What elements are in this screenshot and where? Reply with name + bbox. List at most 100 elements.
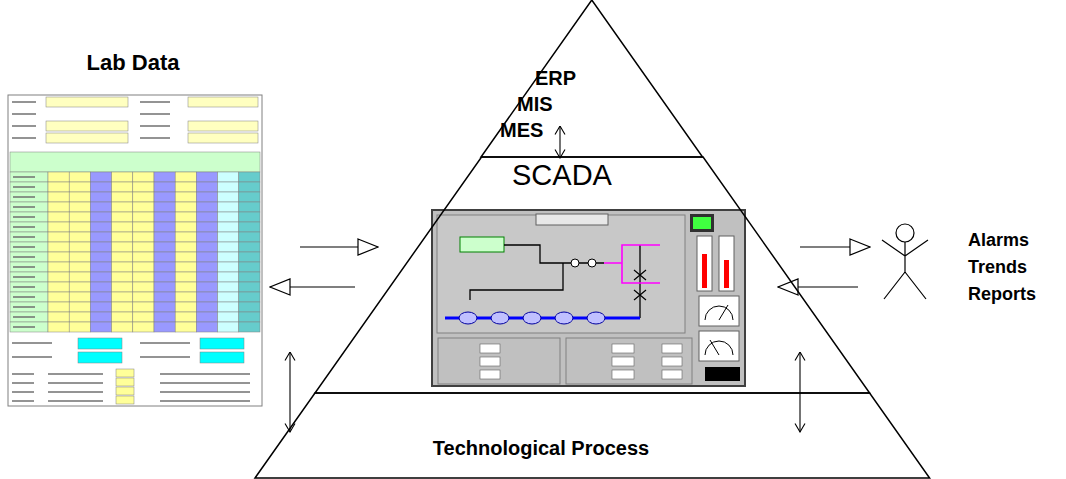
sheet-cell	[239, 202, 260, 212]
sheet-cell	[154, 272, 175, 282]
sheet-cell	[112, 242, 133, 252]
sheet-cell	[175, 172, 196, 182]
hmi-indicator-light	[693, 217, 711, 229]
sheet-cell	[90, 302, 111, 312]
band-outline	[255, 393, 930, 478]
sheet-cell	[48, 262, 69, 272]
sheet-cell	[154, 292, 175, 302]
sheet-scribble	[13, 206, 35, 208]
sheet-cell	[46, 133, 128, 143]
sheet-cell	[239, 312, 260, 322]
sheet-cell	[196, 202, 217, 212]
sheet-cell	[10, 312, 48, 322]
sheet-cell	[196, 322, 217, 332]
gauge-needle	[705, 340, 733, 355]
sheet-cell	[112, 232, 133, 242]
thermometer-column	[724, 260, 729, 288]
sheet-cell	[10, 322, 48, 332]
sheet-cell	[239, 232, 260, 242]
sheet-cell	[175, 282, 196, 292]
sheet-cell	[218, 252, 239, 262]
sheet-scribble	[160, 400, 250, 402]
sheet-scribble	[12, 391, 34, 393]
thermometer	[697, 236, 712, 291]
sheet-cell	[196, 222, 217, 232]
flow-arrow	[289, 352, 290, 432]
sheet-scribble	[13, 296, 35, 298]
sheet-cell	[90, 182, 111, 192]
sheet-cell	[154, 262, 175, 272]
sheet-cell	[239, 192, 260, 202]
sheet-cell	[133, 252, 154, 262]
sheet-scribble	[48, 382, 103, 384]
hmi-field	[612, 357, 634, 366]
thermometer	[719, 236, 734, 291]
sheet-cell	[10, 182, 48, 192]
sheet-cell	[218, 302, 239, 312]
sheet-cell	[154, 202, 175, 212]
sheet-cell	[90, 212, 111, 222]
hmi-indicator	[690, 214, 714, 232]
hmi-field	[612, 370, 634, 379]
sheet-cell	[90, 242, 111, 252]
sheet-cell	[218, 282, 239, 292]
gauge	[699, 296, 739, 326]
band-outline	[315, 157, 870, 393]
sheet-cell	[133, 302, 154, 312]
sheet-cell	[69, 312, 90, 322]
sheet-cell	[69, 242, 90, 252]
sheet-scribble	[48, 400, 103, 402]
sheet-cell	[239, 262, 260, 272]
sheet-cell	[90, 222, 111, 232]
sheet-cell	[175, 232, 196, 242]
sheet-scribble	[13, 326, 35, 328]
sheet-cell	[10, 302, 48, 312]
sheet-cell	[239, 282, 260, 292]
sheet-cell	[196, 242, 217, 252]
sheet-cell	[112, 192, 133, 202]
sheet-cell	[133, 232, 154, 242]
sheet-cell	[133, 192, 154, 202]
sheet-cell	[175, 252, 196, 262]
sheet-scribble	[13, 276, 35, 278]
sheet-cell	[112, 172, 133, 182]
sheet-cell	[46, 121, 128, 131]
sheet-cell	[239, 242, 260, 252]
flow-arrow	[300, 246, 378, 247]
hmi-subpanel	[566, 338, 692, 384]
operator-figure	[882, 224, 928, 299]
sheet-cell	[48, 282, 69, 292]
sheet-scribble	[12, 373, 34, 375]
sheet-cell	[10, 292, 48, 302]
hmi-fields	[480, 344, 682, 379]
sheet-cell	[239, 182, 260, 192]
sheet-scribble	[48, 391, 103, 393]
sheet-scribble	[160, 382, 250, 384]
sheet-cell	[69, 222, 90, 232]
sheet-cell	[90, 272, 111, 282]
hmi-field	[662, 370, 682, 379]
sheet-cell	[112, 212, 133, 222]
sheet-cell	[175, 272, 196, 282]
hmi-pump	[523, 312, 541, 324]
hmi-pipe	[470, 245, 640, 318]
sheet-cell	[116, 378, 134, 386]
node-label: Technological Process	[433, 436, 649, 460]
sheet-cell	[69, 202, 90, 212]
band-outline	[255, 393, 930, 478]
sheet-cell	[69, 292, 90, 302]
sheet-scribble	[13, 226, 35, 228]
hmi-pump	[555, 312, 573, 324]
sheet-cell	[154, 302, 175, 312]
sheet-scribble	[12, 125, 36, 127]
hmi-field	[662, 344, 682, 353]
sheet-cell	[196, 172, 217, 182]
sheet-cell	[116, 396, 134, 404]
sheet-cell	[175, 262, 196, 272]
lab-spreadsheet	[8, 95, 262, 406]
operator: Alarms Trends Reports	[872, 215, 1062, 310]
sheet-cell	[200, 352, 244, 363]
sheet-cell	[218, 232, 239, 242]
sheet-cell	[239, 222, 260, 232]
sheet-cell	[10, 212, 48, 222]
